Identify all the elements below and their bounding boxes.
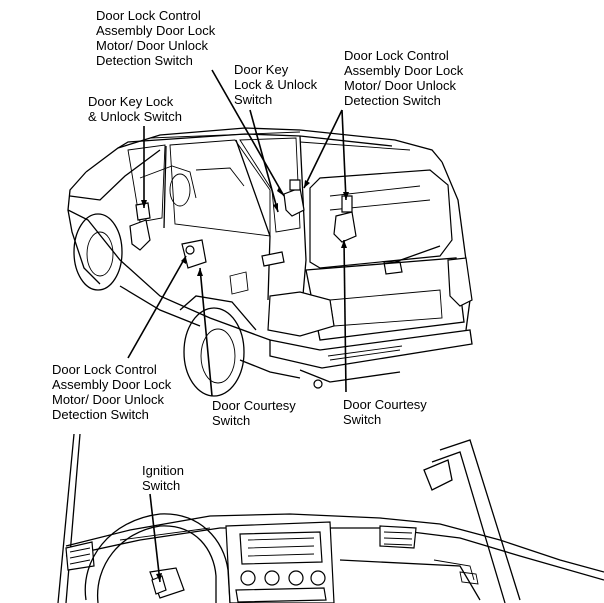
label-line: Door Key Lock: [88, 94, 174, 109]
label-line: Switch: [212, 413, 251, 428]
label-line: Switch: [343, 412, 382, 427]
label-line: Switch: [142, 478, 181, 493]
leader-lines-lower: [149, 493, 162, 583]
label-line: Motor/ Door Unlock: [344, 78, 456, 93]
label-line: Motor/ Door Unlock: [96, 38, 208, 53]
label-line: Ignition: [142, 463, 184, 478]
label-door-courtesy-rear: Door Courtesy Switch: [343, 397, 427, 427]
label-line: Motor/ Door Unlock: [52, 392, 164, 407]
label-door-key-lock-left: Door Key Lock & Unlock Switch: [88, 94, 182, 124]
label-line: Door Key: [234, 62, 289, 77]
leader-lines-upper: [127, 69, 349, 397]
label-line: Door Lock Control: [96, 8, 201, 23]
label-line: Door Courtesy: [212, 398, 296, 413]
label-line: Door Lock Control: [344, 48, 449, 63]
component-markers: [129, 179, 357, 269]
label-door-lock-control-top-right: Door Lock Control Assembly Door Lock Mot…: [344, 48, 463, 108]
label-line: Detection Switch: [96, 53, 193, 68]
label-line: Assembly Door Lock: [344, 63, 464, 78]
label-door-lock-control-bottom-left: Door Lock Control Assembly Door Lock Mot…: [52, 362, 171, 422]
label-line: Lock & Unlock: [234, 77, 318, 92]
label-ignition-switch: Ignition Switch: [142, 463, 184, 493]
label-door-courtesy-front: Door Courtesy Switch: [212, 398, 296, 428]
dashboard-illustration: [57, 433, 604, 603]
label-line: Door Courtesy: [343, 397, 427, 412]
label-line: Door Lock Control: [52, 362, 157, 377]
label-line: Detection Switch: [344, 93, 441, 108]
label-line: & Unlock Switch: [88, 109, 182, 124]
label-door-key-lock-center: Door Key Lock & Unlock Switch: [234, 62, 317, 107]
label-line: Detection Switch: [52, 407, 149, 422]
label-door-lock-control-top-left: Door Lock Control Assembly Door Lock Mot…: [96, 8, 215, 68]
label-line: Assembly Door Lock: [96, 23, 216, 38]
label-line: Assembly Door Lock: [52, 377, 172, 392]
label-line: Switch: [234, 92, 273, 107]
